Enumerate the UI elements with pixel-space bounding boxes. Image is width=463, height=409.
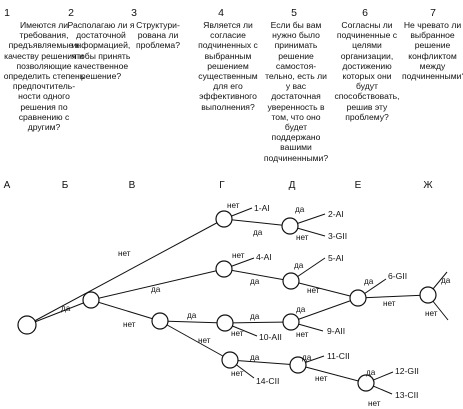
edge-label-no: нет bbox=[232, 251, 245, 260]
node-d-3 bbox=[282, 313, 300, 331]
edge-label-yes: да bbox=[250, 277, 260, 286]
letter-e: Е bbox=[354, 180, 362, 191]
edge-label-no: нет bbox=[118, 249, 131, 258]
edge-label-yes: да bbox=[61, 304, 71, 313]
edge-label-yes: да bbox=[366, 368, 376, 377]
outcome-5-ai: 5-AI bbox=[328, 253, 344, 263]
outcome-14-cii: 14-CII bbox=[256, 376, 279, 386]
edge-label-no: нет bbox=[383, 299, 396, 308]
node-g-3 bbox=[216, 314, 234, 332]
tree-nodes bbox=[17, 210, 437, 392]
edge-label-yes: да bbox=[253, 228, 263, 237]
outcome-1-ai: 1-AI bbox=[254, 203, 270, 213]
node-g-2 bbox=[215, 260, 233, 278]
node-d-4 bbox=[289, 356, 307, 374]
letter-zh: Ж bbox=[423, 180, 433, 191]
edge-label-no: нет bbox=[231, 329, 244, 338]
outcome-12-gii: 12-GII bbox=[395, 366, 419, 376]
edge-label-no: нет bbox=[368, 399, 381, 408]
node-g-4 bbox=[221, 351, 239, 369]
node-d-1 bbox=[281, 217, 299, 235]
outcome-2-ai: 2-AI bbox=[328, 209, 344, 219]
column-number-4: 4 bbox=[218, 7, 224, 19]
letter-b: Б bbox=[61, 180, 69, 191]
question-7: Не чревато ли выбранное решение конфликт… bbox=[402, 20, 463, 82]
question-6: Согласны ли подчиненные с целями организ… bbox=[334, 20, 400, 122]
edge-label-no: нет bbox=[425, 309, 438, 318]
outcome-labels: 1-AI 2-AI 3-GII 4-AI 5-AI 6-GII 9-AII 10… bbox=[254, 203, 419, 400]
node-e-1 bbox=[349, 289, 367, 307]
edge-label-no: нет bbox=[198, 336, 211, 345]
edge-label-yes: да bbox=[364, 277, 374, 286]
edge-label-yes: да bbox=[295, 205, 305, 214]
edge-label-yes: да bbox=[294, 261, 304, 270]
node-a bbox=[17, 315, 37, 335]
outcome-4-ai: 4-AI bbox=[256, 252, 272, 262]
edge-label-yes: да bbox=[151, 285, 161, 294]
node-d-2 bbox=[282, 272, 300, 290]
edge-label-no: нет bbox=[307, 286, 320, 295]
edge-label-no: нет bbox=[231, 369, 244, 378]
question-2: Располагаю ли я достаточной информацией,… bbox=[67, 20, 135, 82]
node-e-2 bbox=[357, 374, 375, 392]
edge-label-yes: да bbox=[250, 353, 260, 362]
edge-label-no: нет bbox=[315, 374, 328, 383]
question-4: Является ли согласие подчиненных с выбра… bbox=[198, 20, 258, 112]
node-g-1 bbox=[215, 210, 233, 228]
outcome-10-aii: 10-AII bbox=[259, 332, 282, 342]
edge-label-no: нет bbox=[296, 330, 309, 339]
node-b bbox=[82, 291, 100, 309]
question-1: Имеются ли требования, предъявляемые к к… bbox=[3, 20, 85, 133]
column-number-7: 7 bbox=[430, 7, 436, 19]
node-zh bbox=[419, 286, 437, 304]
outcome-11-cii: 11-CII bbox=[327, 351, 350, 361]
edge-label-yes: да bbox=[296, 305, 306, 314]
edge-label-yes: да bbox=[441, 276, 451, 285]
column-number-3: 3 bbox=[131, 7, 137, 19]
letter-v: В bbox=[128, 180, 136, 191]
letter-d: Д bbox=[288, 180, 296, 191]
edge-label-yes: да bbox=[187, 311, 197, 320]
edge-label-no: нет bbox=[123, 320, 136, 329]
edge-label-yes: да bbox=[302, 353, 312, 362]
column-number-6: 6 bbox=[362, 7, 368, 19]
edge-label-no: нет bbox=[227, 201, 240, 210]
edge-label-no: нет bbox=[296, 233, 309, 242]
edge-labels: нет да да нет да нет нет да нет да да не… bbox=[61, 201, 451, 408]
outcome-3-gii: 3-GII bbox=[328, 231, 347, 241]
outcome-6-gii: 6-GII bbox=[388, 271, 407, 281]
column-number-5: 5 bbox=[291, 7, 297, 19]
letter-a: А bbox=[3, 180, 11, 191]
letter-g: Г bbox=[219, 180, 225, 191]
column-number-1: 1 bbox=[4, 7, 10, 19]
question-3: Структури-рована ли проблема? bbox=[135, 20, 180, 51]
node-v bbox=[151, 312, 169, 330]
question-5: Если бы вам нужно было принимать решение… bbox=[263, 20, 329, 163]
column-number-2: 2 bbox=[68, 7, 74, 19]
outcome-13-cii: 13-CII bbox=[395, 390, 418, 400]
outcome-9-aii: 9-AII bbox=[327, 326, 345, 336]
edge-label-yes: да bbox=[250, 312, 260, 321]
